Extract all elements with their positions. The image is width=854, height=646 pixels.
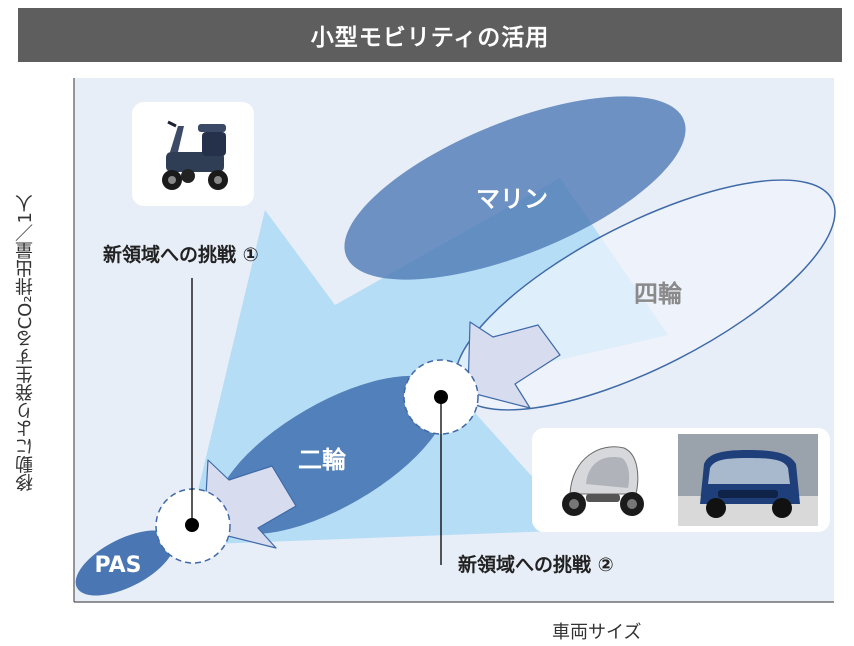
compact-electric-car-icon: [678, 434, 818, 526]
two-wheel-label: 二輪: [298, 446, 347, 474]
photo-panel-1: [132, 102, 254, 206]
challenge-2-label: 新領域への挑戦 ②: [458, 554, 614, 576]
four-wheel-label: 四輪: [634, 280, 683, 308]
marine-label: マリン: [476, 185, 548, 213]
title-bar: 小型モビリティの活用: [18, 8, 842, 62]
four-wheel-mobility-scooter-icon: [162, 120, 228, 190]
challenge-1-label: 新領域への挑戦 ①: [103, 244, 259, 266]
photo-panel-2: [532, 428, 830, 532]
y-axis-label: 移動により発生するCO₂排出量／1人: [15, 194, 36, 492]
page-title: 小型モビリティの活用: [310, 25, 550, 51]
marine-ellipse: [344, 96, 686, 280]
compact-car-photo-frame: [678, 434, 818, 526]
arrow-to-challenge-2: [467, 321, 561, 409]
pas-ellipse: [75, 530, 175, 596]
three-wheel-concept-vehicle-icon: [562, 446, 644, 516]
pas-label: PAS: [95, 553, 142, 578]
x-axis-label: 車両サイズ: [552, 622, 642, 643]
